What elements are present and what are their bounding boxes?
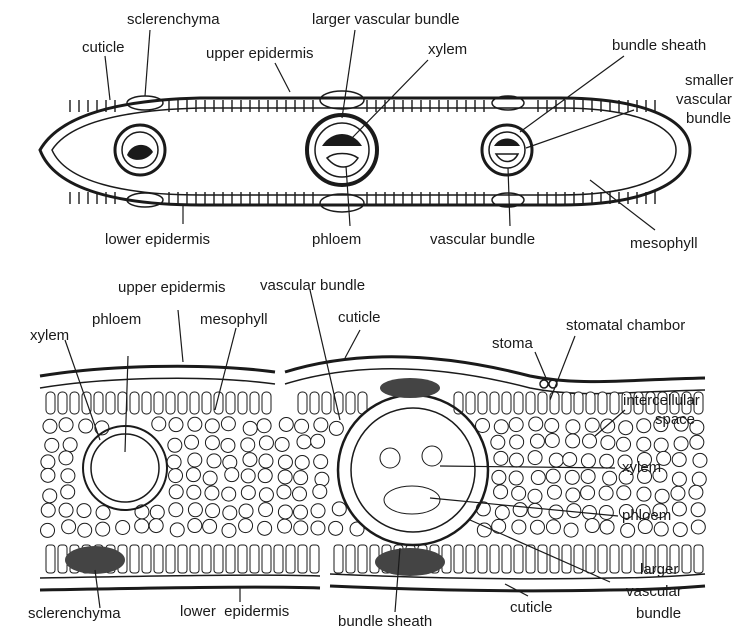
label-top-lower-epidermis: lower epidermis <box>105 231 210 248</box>
label-bottom-intercellular-1: intercellular <box>623 392 700 409</box>
label-bottom-larger-2: vascular <box>626 583 682 600</box>
label-bottom-cuticle-top: cuticle <box>338 309 381 326</box>
label-top-cuticle: cuticle <box>82 39 125 56</box>
label-bottom-stomatal-chamber: stomatal chambor <box>566 317 685 334</box>
top-vascular-bundle-large <box>307 115 377 185</box>
label-top-xylem: xylem <box>428 41 467 58</box>
label-bottom-lower-epidermis: lower epidermis <box>180 603 289 620</box>
top-vascular-bundle-left <box>115 125 165 175</box>
label-top-phloem: phloem <box>312 231 361 248</box>
label-bottom-mesophyll: mesophyll <box>200 311 268 328</box>
bottom-mesophyll-cells <box>41 392 707 573</box>
label-top-smaller-3: bundle <box>686 110 731 127</box>
label-top-vascular-bundle: vascular bundle <box>430 231 535 248</box>
label-bottom-intercellular-2: space <box>655 411 695 428</box>
label-bottom-stoma: stoma <box>492 335 534 352</box>
label-top-smaller-1: smaller <box>685 72 733 89</box>
label-top-upper-epidermis: upper epidermis <box>206 45 314 62</box>
label-bottom-bundle-sheath: bundle sheath <box>338 613 432 630</box>
label-top-bundle-sheath: bundle sheath <box>612 37 706 54</box>
label-top-smaller-2: vascular <box>676 91 732 108</box>
bottom-leaf-section: upper epidermis vascular bundle xylem ph… <box>28 277 707 630</box>
label-bottom-cuticle-bottom: cuticle <box>510 599 553 616</box>
label-bottom-larger-1: larger <box>640 561 678 578</box>
label-bottom-larger-3: bundle <box>636 605 681 622</box>
label-bottom-xylem-left: xylem <box>30 327 69 344</box>
label-bottom-vascular-bundle: vascular bundle <box>260 277 365 294</box>
bottom-vascular-bundle-right <box>338 395 488 545</box>
label-bottom-upper-epidermis: upper epidermis <box>118 279 226 296</box>
bottom-lower-epidermis-line <box>40 586 705 591</box>
label-top-mesophyll: mesophyll <box>630 235 698 252</box>
label-bottom-xylem-right: xylem <box>622 459 661 476</box>
label-top-larger-vascular-bundle: larger vascular bundle <box>312 11 460 28</box>
label-bottom-phloem-left: phloem <box>92 311 141 328</box>
label-bottom-sclerenchyma: sclerenchyma <box>28 605 121 622</box>
bottom-lower-epidermis-inner <box>40 574 705 579</box>
top-vascular-bundle-small <box>482 125 532 175</box>
top-leaf-section: sclerenchyma larger vascular bundle cuti… <box>40 11 733 252</box>
label-top-sclerenchyma: sclerenchyma <box>127 11 220 28</box>
label-bottom-phloem-right: phloem <box>622 507 671 524</box>
